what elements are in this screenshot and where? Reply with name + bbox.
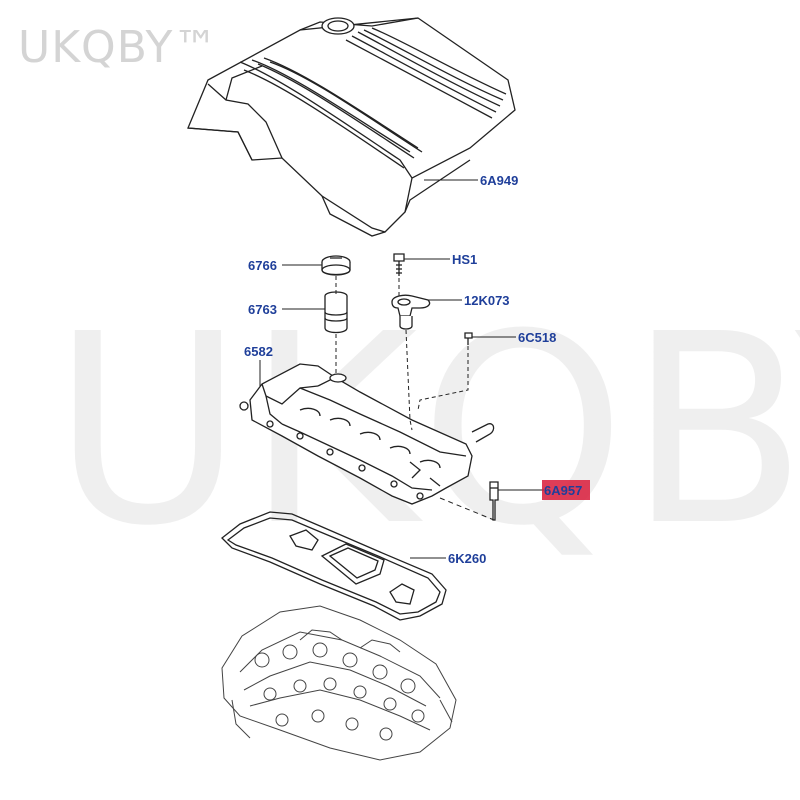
bolt: [394, 254, 404, 276]
callout-pcv-tube: 6A957: [544, 483, 582, 498]
valve-cover: [240, 364, 494, 504]
filler-neck: [325, 292, 347, 333]
leader-lines: [260, 180, 544, 558]
cylinder-head: [222, 606, 456, 760]
highlight-box: [542, 480, 590, 500]
gasket: [222, 512, 446, 620]
callout-engine-cover: 6A949: [480, 173, 518, 188]
callout-valve-cover: 6582: [244, 344, 273, 359]
watermark-small: UKQBY™: [18, 22, 219, 73]
pcv-tube: [490, 482, 498, 520]
callout-bolt: HS1: [452, 252, 477, 267]
sensor: [392, 295, 430, 329]
assembly-lines: [336, 276, 494, 520]
callout-filler-neck: 6763: [248, 302, 277, 317]
oil-filler-cap: [322, 256, 350, 275]
stud: [465, 333, 472, 345]
callout-stud: 6C518: [518, 330, 556, 345]
callout-oil-filler-cap: 6766: [248, 258, 277, 273]
callout-gasket: 6K260: [448, 551, 486, 566]
callout-sensor: 12K073: [464, 293, 510, 308]
engine-cover: [188, 18, 515, 236]
callout-labels: 6A949 6766 6763 HS1 12K073 6C518 6582 6A…: [244, 173, 582, 566]
